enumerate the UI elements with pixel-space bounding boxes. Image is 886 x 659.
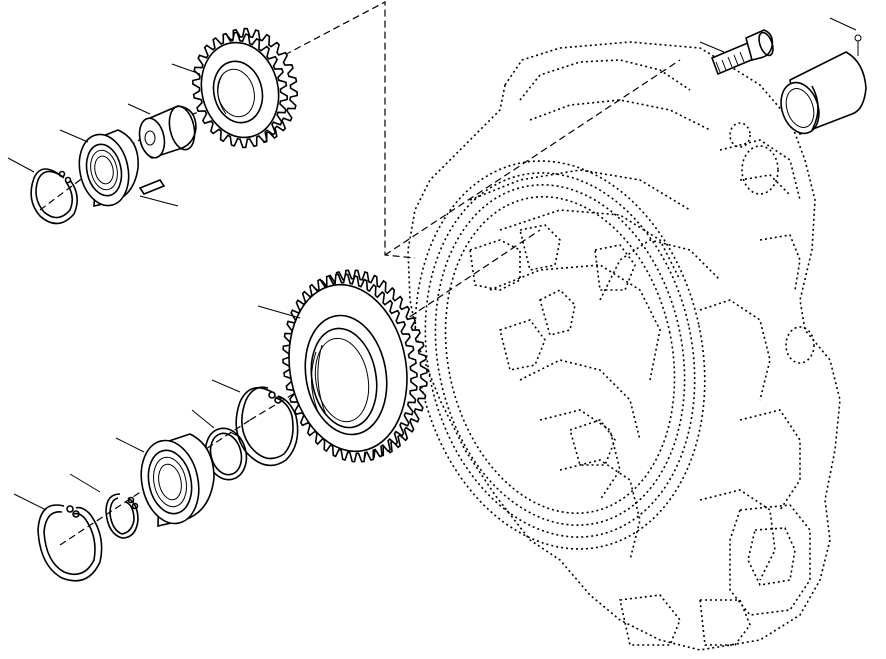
lower-small-snap-ring[interactable] [105,493,139,539]
callout-leader-1 [171,63,201,75]
bushing[interactable] [136,104,198,160]
callout-leader-3 [59,129,89,143]
small-gear[interactable] [191,27,299,149]
callout-leader-9 [115,437,145,453]
upper-bearing[interactable] [73,129,139,210]
callout-leader-6 [257,305,301,319]
large-gear[interactable] [276,269,428,463]
lower-outer-snap-ring[interactable] [37,504,103,582]
assembly-leader-line [39,1,681,546]
callout-leader-4 [7,157,35,173]
callout-leader-11 [13,493,47,511]
callout-leader-2 [127,103,151,115]
bolt[interactable] [710,29,776,76]
callout-leader-7 [211,379,241,393]
callout-leader-13 [829,17,857,31]
gear-housing-icon [407,41,841,651]
callout-leader-5 [139,195,179,207]
callout-leader-8 [191,409,215,429]
dowel-pin[interactable] [138,179,166,195]
large-gear-snap-ring[interactable] [235,386,299,467]
lower-bearing[interactable] [134,433,215,529]
cylinder-plug[interactable] [775,34,867,138]
callout-leaders [7,17,857,511]
callout-leader-10 [69,473,101,493]
callout-leader-12 [699,41,725,53]
upper-snap-ring[interactable] [30,168,78,225]
